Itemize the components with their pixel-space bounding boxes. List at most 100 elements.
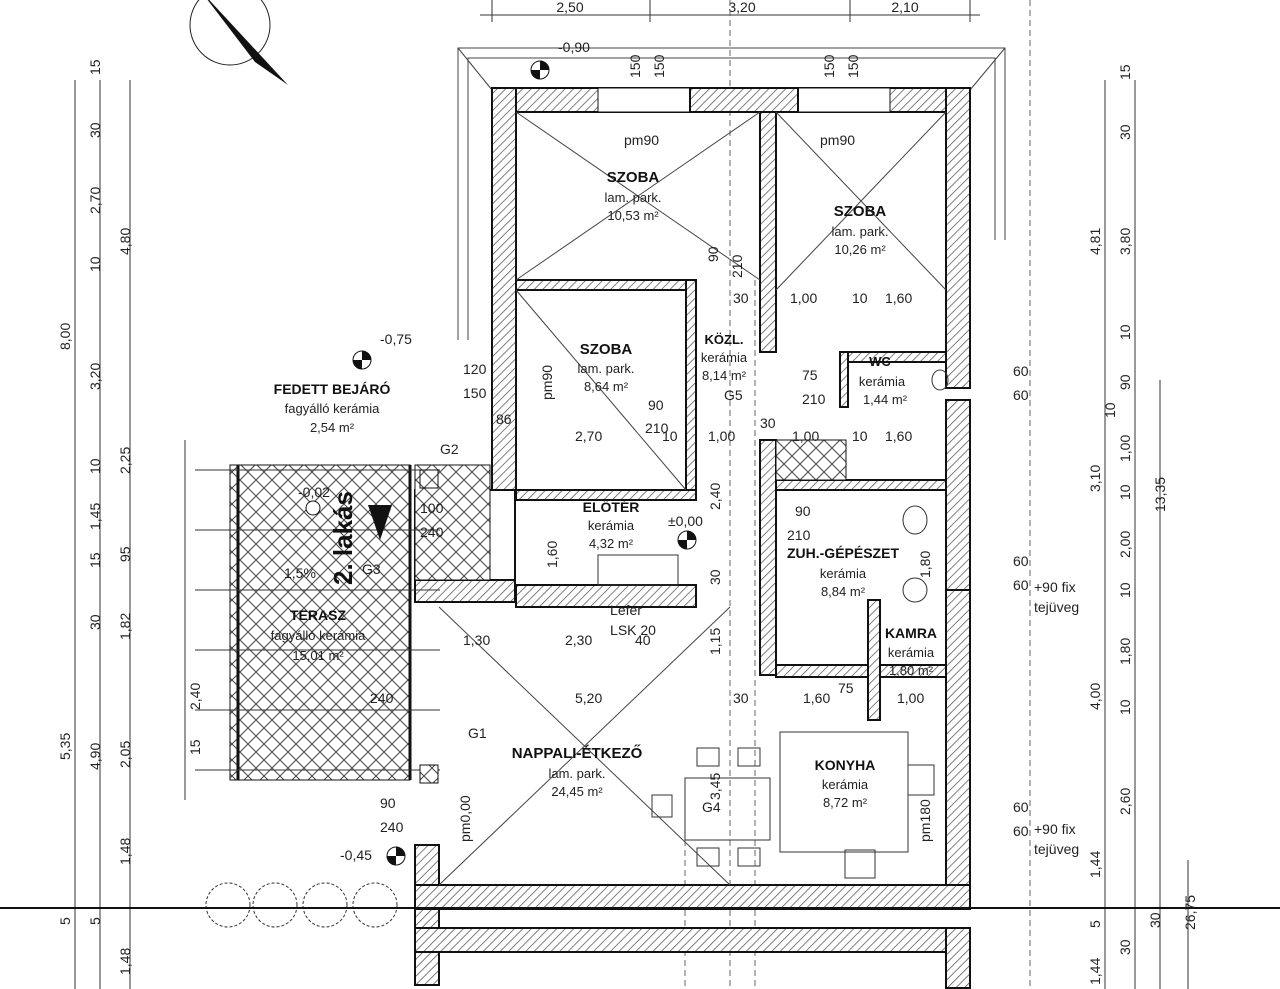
drain-label: Lefer: [610, 602, 642, 618]
dim-label: 15: [187, 739, 203, 755]
dim-label: 30: [707, 569, 723, 585]
top-dim-2: 3,20: [728, 0, 755, 15]
apartment-label: 2. lakás: [328, 491, 358, 585]
dim-label: 210: [729, 254, 745, 278]
sill-label-2: pm90: [820, 132, 855, 148]
room-kozl-floor: kerámia: [701, 350, 748, 365]
dim-label: 95: [117, 546, 133, 562]
dim-label: 15: [87, 59, 103, 75]
dim-label: 2,00: [1117, 531, 1133, 558]
dim-label: 150: [651, 54, 667, 78]
top-dim-1: 2,50: [556, 0, 583, 15]
dim-label: 1,44: [1087, 851, 1103, 878]
inner-walls: [515, 111, 947, 721]
room-szoba-1-floor: lam. park.: [604, 190, 661, 205]
sill-label-1: pm90: [624, 132, 659, 148]
dim-label: 240: [420, 524, 444, 540]
dim-label: 15: [87, 552, 103, 568]
sill-label-4: pm0,00: [457, 795, 473, 842]
dim-label: 1,00: [708, 428, 735, 444]
dim-label: 3,20: [87, 363, 103, 390]
room-eloter-name: ELŐTÉR: [583, 498, 640, 515]
furniture: [597, 369, 949, 879]
left-dims: 15 30 2,70 10 3,20 2,25 10 1,45 15 30 1,…: [57, 59, 203, 975]
dim-label: 3,80: [1117, 228, 1133, 255]
dim-label: 2,05: [117, 741, 133, 768]
room-nappali-name: NAPPALI-ÉTKEZŐ: [512, 744, 643, 762]
room-szoba-3-name: SZOBA: [580, 341, 633, 358]
window-note-1: +90 fix: [1034, 579, 1076, 595]
right-dimension-lines: [0, 80, 1280, 989]
dim-label: 2,30: [565, 632, 592, 648]
slope-label: 1,5%: [284, 565, 316, 581]
room-konyha-area: 8,72 m²: [823, 795, 868, 810]
dim-label: 1,48: [117, 948, 133, 975]
dim-label: 60: [1013, 577, 1029, 593]
room-kamra-area: 1,80 m²: [889, 663, 934, 678]
dim-label: 2,70: [575, 428, 602, 444]
dim-label: 1,60: [885, 290, 912, 306]
room-szoba-1-area: 10,53 m²: [607, 208, 659, 223]
dim-label: 30: [87, 122, 103, 138]
dim-label: 30: [87, 614, 103, 630]
dim-label: 30: [1117, 939, 1133, 955]
dim-label: 10: [87, 458, 103, 474]
dim-label: 210: [645, 420, 669, 436]
dim-label: 4,80: [117, 228, 133, 255]
dim-label: 100: [420, 500, 444, 516]
dim-label: 120: [463, 361, 487, 377]
dim-label: 8,00: [57, 323, 73, 350]
room-eloter-floor: kerámia: [588, 518, 635, 533]
dim-label: 210: [787, 527, 811, 543]
top-dimension-line: 2,50 3,20 2,10: [480, 0, 980, 22]
lsk-label: LSK 20: [610, 622, 656, 638]
entry-arrow-icon: [368, 505, 392, 540]
dim-label: 5: [87, 917, 103, 925]
dim-label: 5,20: [575, 690, 602, 706]
dim-label: 2,60: [1117, 788, 1133, 815]
room-zuh-area: 8,84 m²: [821, 584, 866, 599]
dim-label: 1,60: [803, 690, 830, 706]
dim-label: 1,48: [117, 838, 133, 865]
window-note-3: +90 fix: [1034, 821, 1076, 837]
door-g1-label: G1: [468, 725, 487, 741]
dim-label: 3,10: [1087, 465, 1103, 492]
dim-label: 2,25: [117, 447, 133, 474]
room-szoba-1-name: SZOBA: [607, 169, 660, 186]
room-diagonals: [438, 111, 947, 886]
dim-label: 75: [802, 367, 818, 383]
dim-label: 1,45: [87, 503, 103, 530]
dim-label: 30: [1117, 124, 1133, 140]
room-wc-floor: kerámia: [859, 374, 906, 389]
dim-label: 1,44: [1087, 958, 1103, 985]
dim-label: 1,80: [1117, 638, 1133, 665]
dim-label: 90: [1117, 374, 1133, 390]
dim-label: 40: [635, 632, 651, 648]
level-label-2: -0,75: [380, 331, 412, 347]
dim-label: 90: [795, 503, 811, 519]
dim-label: 60: [1013, 363, 1029, 379]
dim-label: 60: [1013, 387, 1029, 403]
room-konyha-name: KONYHA: [815, 757, 876, 773]
door-g4-label: G4: [702, 799, 721, 815]
dim-label: 10: [662, 428, 678, 444]
dim-label: 1,00: [1117, 435, 1133, 462]
dim-label: 60: [1013, 553, 1029, 569]
dim-label: 150: [845, 54, 861, 78]
dim-label: 5: [1087, 920, 1103, 928]
level-label-4: -0,45: [340, 847, 372, 863]
door-g2-label: G2: [440, 441, 459, 457]
dim-label: 1,80: [917, 551, 933, 578]
dim-label: 30: [760, 415, 776, 431]
door-g5-label: G5: [724, 387, 743, 403]
dim-label: 240: [380, 819, 404, 835]
dim-label: 2,40: [187, 683, 203, 710]
dim-label: pm180: [917, 799, 933, 842]
tree-icons: [205, 882, 398, 928]
level-marker-icon: [305, 60, 697, 866]
room-szoba-2-name: SZOBA: [834, 203, 887, 220]
room-terasz-area: 15,01 m²: [292, 648, 344, 663]
room-zuh-name: ZUH.-GÉPÉSZET: [787, 545, 899, 561]
dim-label: 10: [1117, 582, 1133, 598]
dim-label: 10: [87, 256, 103, 272]
